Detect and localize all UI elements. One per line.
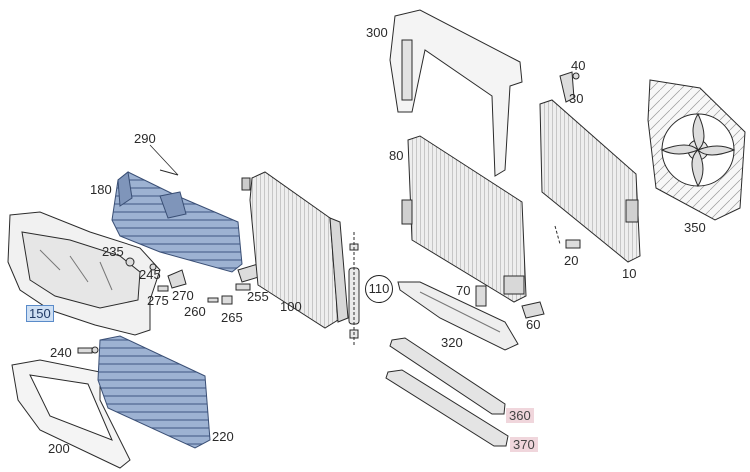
callout-245[interactable]: 245: [139, 267, 161, 282]
callout-275[interactable]: 275: [147, 293, 169, 308]
bolt-part-240: [77, 346, 99, 354]
radiator-part-10: [539, 99, 641, 263]
radiator-part-80: [401, 135, 527, 303]
callout-235[interactable]: 235: [102, 244, 124, 259]
callout-220[interactable]: 220: [212, 429, 234, 444]
bracket-part-30-40: [559, 71, 580, 103]
callout-110[interactable]: 110: [365, 275, 393, 303]
shutter-part-220: [97, 335, 211, 449]
leader-line-290: [159, 169, 179, 176]
fan-shroud-part-350: [647, 79, 746, 221]
callout-20[interactable]: 20: [564, 253, 579, 268]
lower-cover-part-320: [397, 281, 519, 351]
dryer-part-110: [348, 232, 360, 346]
callout-60[interactable]: 60: [526, 317, 541, 332]
callout-30[interactable]: 30: [569, 91, 584, 106]
callout-10[interactable]: 10: [622, 266, 637, 281]
callout-350[interactable]: 350: [684, 220, 706, 235]
upper-support-part-300: [389, 9, 523, 177]
condenser-part-100: [241, 171, 349, 329]
air-guide-part-150: [7, 211, 161, 336]
callout-320[interactable]: 320: [441, 335, 463, 350]
callout-240[interactable]: 240: [50, 345, 72, 360]
callout-150[interactable]: 150: [26, 305, 54, 322]
seal-strip-part-360: [389, 337, 506, 415]
callout-260[interactable]: 260: [184, 304, 206, 319]
callout-200[interactable]: 200: [48, 441, 70, 456]
callout-265[interactable]: 265: [221, 310, 243, 325]
callout-300[interactable]: 300: [366, 25, 388, 40]
lower-frame-part-200: [11, 359, 131, 469]
callout-100[interactable]: 100: [280, 299, 302, 314]
shutter-part-180: [111, 171, 243, 273]
leader-line-290b: [149, 144, 179, 176]
seal-strip-part-370: [385, 369, 509, 447]
callout-70[interactable]: 70: [456, 283, 471, 298]
callout-370[interactable]: 370: [510, 437, 538, 452]
callout-40[interactable]: 40: [571, 58, 586, 73]
callout-180[interactable]: 180: [90, 182, 112, 197]
callout-290[interactable]: 290: [134, 131, 156, 146]
callout-80[interactable]: 80: [389, 148, 404, 163]
callout-360[interactable]: 360: [506, 408, 534, 423]
callout-270[interactable]: 270: [172, 288, 194, 303]
clip-part-20: [554, 225, 581, 249]
small-parts-60-70: [475, 285, 545, 319]
callout-255[interactable]: 255: [247, 289, 269, 304]
